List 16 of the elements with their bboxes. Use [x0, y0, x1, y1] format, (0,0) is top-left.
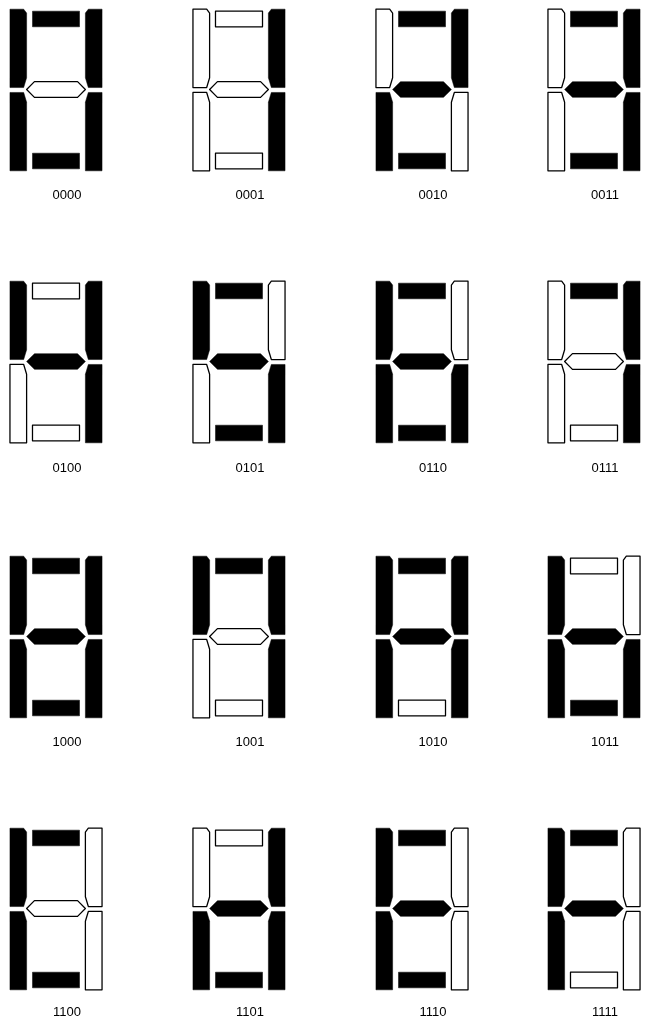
binary-code-label: 0010 [417, 187, 449, 202]
binary-code-label: 0000 [51, 187, 83, 202]
binary-code-label: 0011 [590, 187, 620, 202]
binary-code-label: 1001 [234, 734, 266, 749]
binary-code-label: 1100 [52, 1004, 82, 1019]
binary-code-label: 1110 [418, 1004, 448, 1019]
binary-code-label: 0001 [234, 187, 266, 202]
binary-code-label: 0111 [590, 460, 620, 475]
binary-code-label: 1011 [590, 734, 620, 749]
binary-code-label: 1101 [235, 1004, 265, 1019]
binary-code-label: 1111 [591, 1004, 619, 1019]
binary-code-label: 0100 [51, 460, 83, 475]
binary-code-label: 0110 [418, 460, 448, 475]
binary-code-label: 1000 [51, 734, 83, 749]
binary-code-label: 1010 [417, 734, 449, 749]
binary-code-label: 0101 [234, 460, 266, 475]
